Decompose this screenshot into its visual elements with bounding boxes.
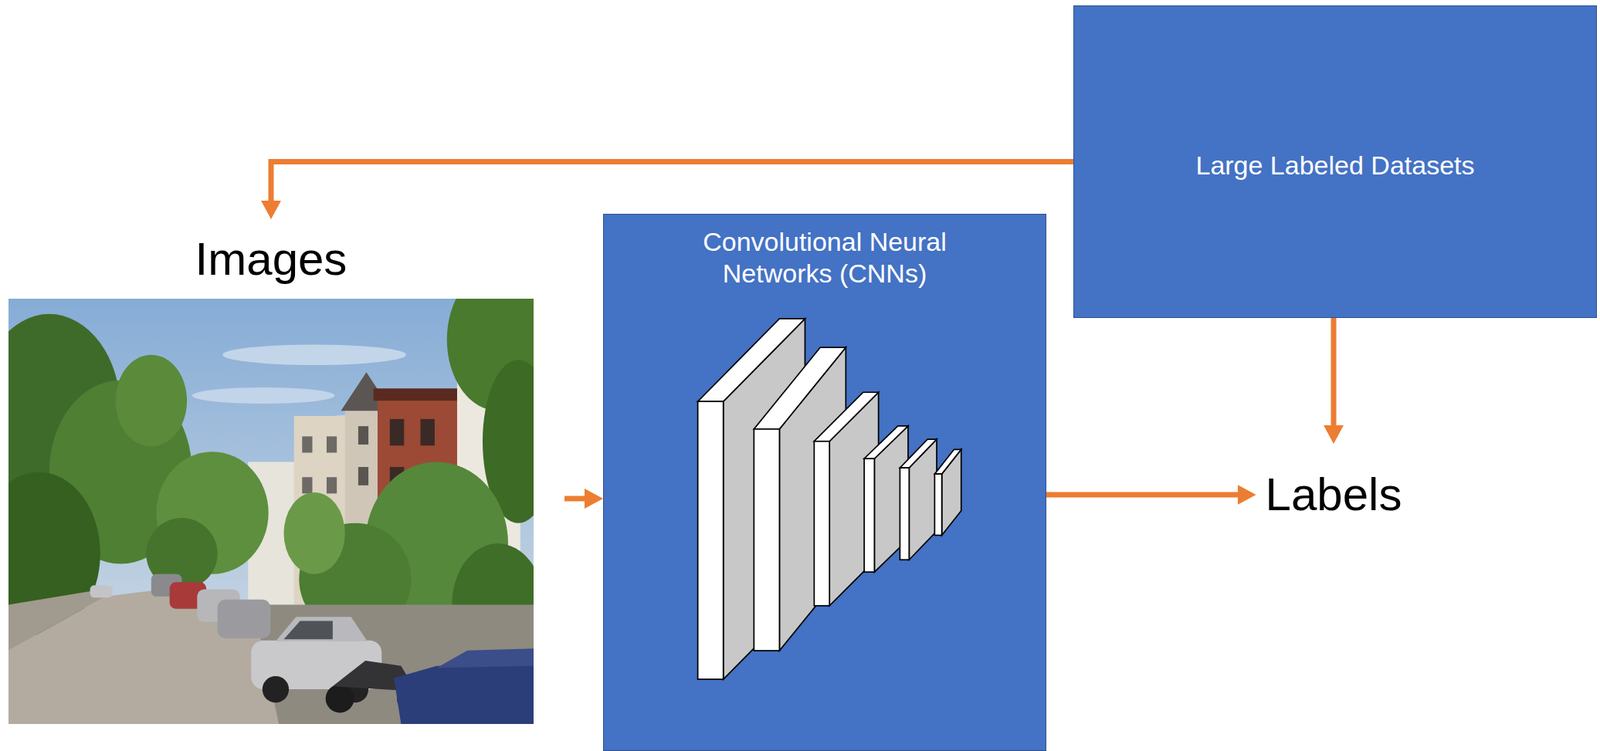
buildings: [326, 436, 337, 453]
layer-slab: [698, 401, 724, 680]
dataset-box: Large Labeled Datasets: [1073, 5, 1597, 319]
image-panel: Images: [8, 223, 534, 725]
node-label: Convolutional Neural Networks (CNNs): [662, 226, 987, 290]
node-label: Large Labeled Datasets: [1195, 149, 1475, 182]
sky: [192, 387, 336, 404]
buildings: [326, 477, 337, 494]
layer-slab: [813, 441, 830, 607]
flow-arrow: [1046, 492, 1239, 499]
flow-arrow: [271, 162, 1074, 203]
street: [8, 586, 279, 725]
parked-cars: [217, 600, 272, 639]
layer-slab: [934, 449, 961, 475]
layer-slab: [813, 392, 878, 607]
parked-cars: [90, 585, 113, 598]
sky: [222, 344, 407, 365]
layer-slab: [753, 347, 846, 430]
output-label: Labels: [1265, 467, 1403, 523]
layer-slab: [753, 429, 780, 651]
parked-cars: [437, 648, 534, 668]
street: [8, 586, 534, 725]
buildings: [389, 419, 404, 446]
parked-cars: [90, 574, 534, 725]
layer-slab: [864, 426, 909, 459]
parked-cars: [393, 664, 534, 725]
trees: [284, 492, 346, 575]
layer-slab: [899, 439, 937, 560]
parked-cars: [284, 621, 333, 641]
layer-slab: [864, 458, 875, 573]
model-box: Convolutional Neural Networks (CNNs): [603, 213, 1047, 751]
street-photo: [8, 298, 534, 725]
flow-arrow: [564, 496, 586, 502]
node-label: Labels: [1265, 467, 1403, 523]
layer-slab: [934, 449, 961, 536]
cnn-layers-icon: [603, 214, 1029, 751]
buildings: [358, 467, 369, 486]
layer-slab: [934, 474, 942, 536]
parked-cars: [325, 684, 355, 713]
buildings: [420, 419, 434, 446]
layer-slab: [813, 392, 878, 442]
node-label: Images: [31, 231, 511, 288]
buildings: [301, 477, 312, 494]
buildings: [358, 426, 369, 445]
flow-arrow: [1331, 318, 1337, 427]
buildings: [301, 436, 312, 453]
layer-slab: [899, 467, 909, 560]
trees: [115, 355, 187, 448]
parked-cars: [262, 676, 289, 703]
street: [8, 590, 106, 651]
parked-cars: [275, 616, 368, 642]
layer-slab: [899, 439, 937, 468]
